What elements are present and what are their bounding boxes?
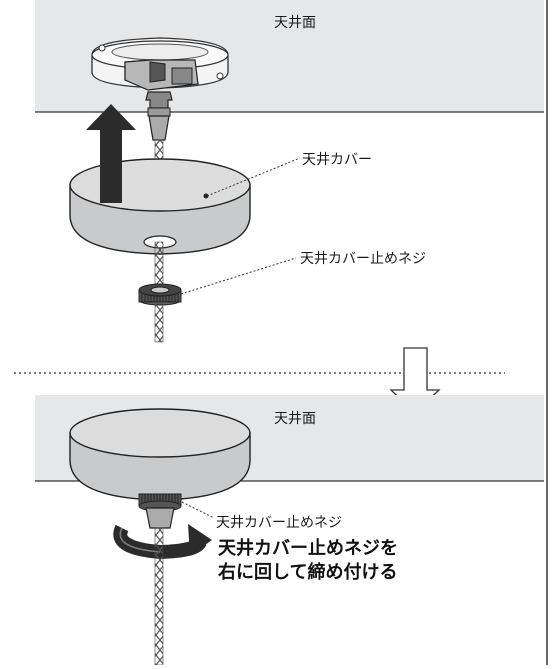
rotate-right-arrow (113, 524, 212, 560)
push-up-arrow (86, 104, 136, 203)
ceiling-cover-bottom (69, 408, 251, 501)
leader-screw-top (180, 257, 297, 295)
leader-screw-bottom (181, 501, 215, 519)
ceiling-label-top: 天井面 (274, 15, 316, 31)
screw-label-bottom: 天井カバー止めネジ (216, 515, 342, 531)
ceiling-label-bottom: 天井面 (274, 411, 316, 427)
cord-lower (154, 303, 164, 343)
cord-middle (154, 241, 164, 289)
cord-hanging (154, 527, 164, 666)
cover-label: 天井カバー (302, 152, 372, 168)
cover-screw-bottom (138, 493, 182, 529)
ceiling-cover-top (69, 158, 251, 255)
leader-cover (206, 157, 301, 197)
ceiling-fixture (91, 37, 229, 141)
instruction-line-2: 右に回して締め付ける (218, 562, 398, 583)
cover-screw-top (138, 283, 182, 306)
screw-label-top: 天井カバー止めネジ (300, 251, 426, 267)
instruction-line-1: 天井カバー止めネジを (218, 538, 398, 559)
